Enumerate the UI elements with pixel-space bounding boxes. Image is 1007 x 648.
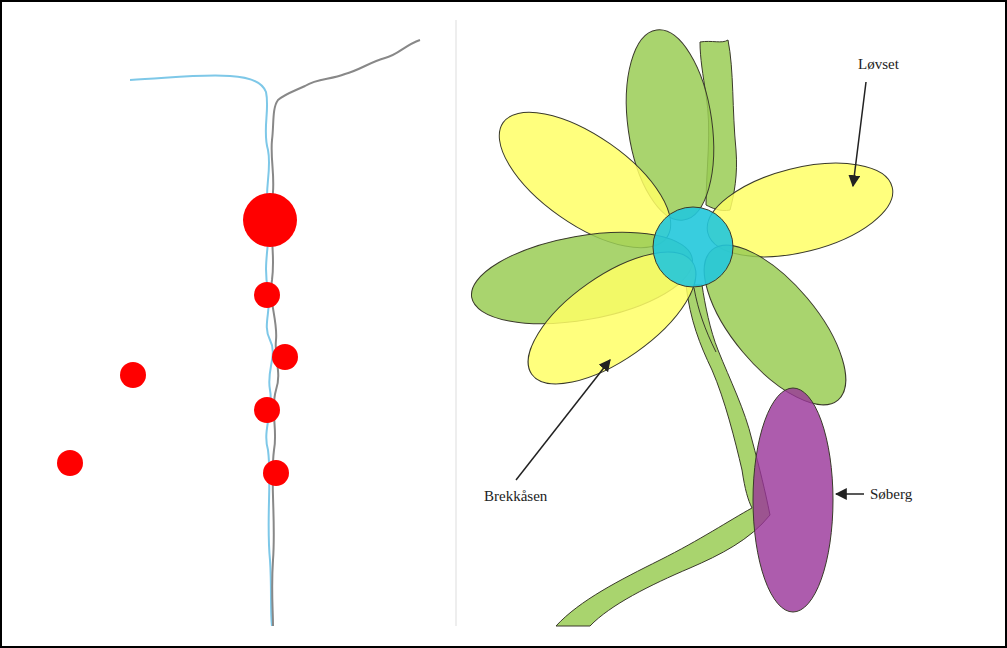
river-line — [130, 75, 273, 626]
site-dot — [57, 450, 83, 476]
flower-centre — [653, 207, 733, 287]
road-line — [271, 40, 420, 626]
site-dot — [243, 193, 297, 247]
river-map — [57, 40, 420, 626]
leader-arrow — [853, 82, 866, 186]
flower-diagram — [464, 24, 902, 626]
place-label: Brekkåsen — [484, 487, 547, 505]
purple-zone — [753, 388, 833, 612]
place-label: Løvset — [858, 55, 899, 73]
place-label: Søberg — [870, 485, 912, 503]
leader-arrow — [516, 360, 610, 480]
site-dot — [254, 397, 280, 423]
panel-divider — [456, 20, 457, 626]
leader-arrow — [836, 493, 864, 495]
site-dot — [120, 362, 146, 388]
site-dot — [263, 460, 289, 486]
site-dot — [254, 282, 280, 308]
site-dot — [272, 344, 298, 370]
